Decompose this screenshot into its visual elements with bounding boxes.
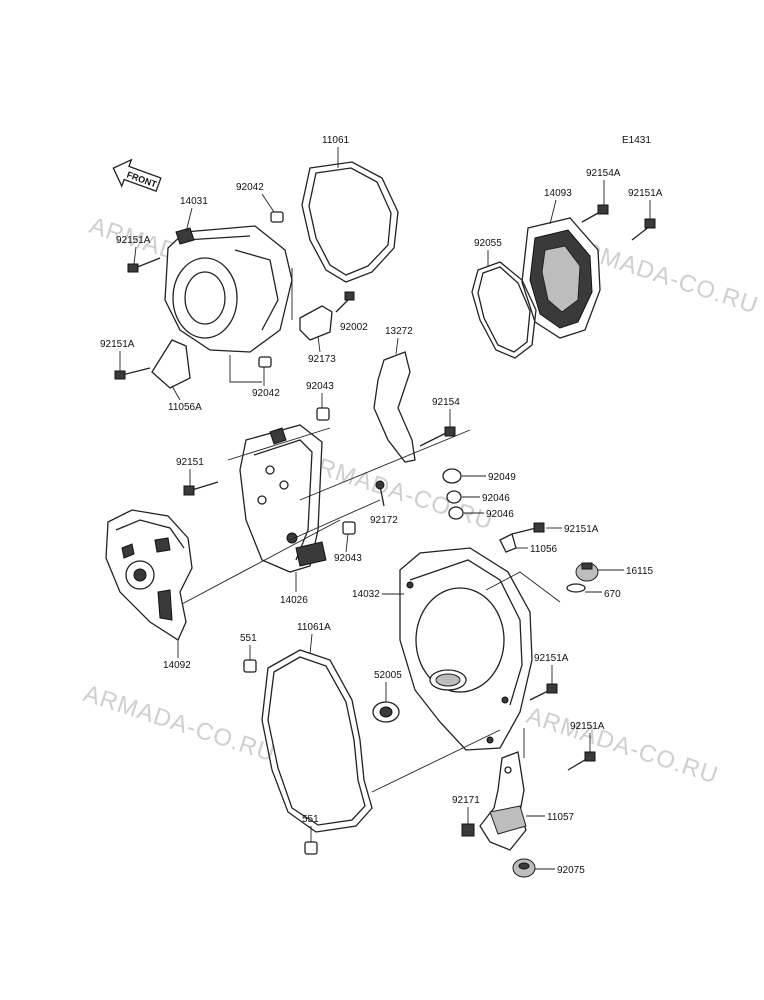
bolt-92151A-f xyxy=(567,751,596,771)
bracket-11056 xyxy=(499,533,517,553)
label-92055: 92055 xyxy=(474,238,502,249)
gasket-92055 xyxy=(471,261,537,359)
bolt-92002 xyxy=(335,291,355,313)
label-13272: 13272 xyxy=(385,326,413,337)
label-92151A-c: 92151A xyxy=(628,188,663,199)
label-92042-lower: 92042 xyxy=(252,388,280,399)
label-52005: 52005 xyxy=(374,670,402,681)
label-14031: 14031 xyxy=(180,196,208,207)
bolt-92154A xyxy=(581,204,609,223)
dowel-92043-top xyxy=(316,407,330,421)
front-arrow-icon: FRONT xyxy=(112,158,162,192)
bracket-92173 xyxy=(299,305,333,341)
label-92049: 92049 xyxy=(488,472,516,483)
label-92173: 92173 xyxy=(308,354,336,365)
bolt-92151A-c xyxy=(631,218,656,241)
grommet-92075 xyxy=(512,858,536,878)
label-92042-top: 92042 xyxy=(236,182,264,193)
label-14092: 14092 xyxy=(163,660,191,671)
label-11056: 11056 xyxy=(530,544,558,555)
bolt-92172 xyxy=(375,480,385,507)
dowel-551-top xyxy=(243,659,257,673)
label-92151A-a: 92151A xyxy=(116,235,151,246)
dowel-92043-bottom xyxy=(342,521,356,535)
label-11057: 11057 xyxy=(547,812,575,823)
label-92046-b: 92046 xyxy=(486,509,514,520)
label-92151A-e: 92151A xyxy=(534,653,569,664)
label-92043-bottom: 92043 xyxy=(334,553,362,564)
gasket-11061 xyxy=(301,161,399,283)
bolt-92151A-e xyxy=(529,683,558,701)
label-92151A-f: 92151A xyxy=(570,721,605,732)
label-551-bottom: 551 xyxy=(302,814,319,825)
label-92154: 92154 xyxy=(432,397,460,408)
watermark-4: ARMADA-CO.RU xyxy=(80,680,279,767)
label-92172: 92172 xyxy=(370,515,398,526)
plate-13272 xyxy=(373,351,416,463)
label-92075: 92075 xyxy=(557,865,585,876)
label-92171: 92171 xyxy=(452,795,480,806)
dowel-92042-top xyxy=(270,211,284,223)
bolt-92151A-a xyxy=(127,257,161,273)
dowel-92042-lower xyxy=(258,356,272,368)
cover-14031 xyxy=(164,225,293,353)
seal-92046-b xyxy=(448,506,464,520)
cover-14093 xyxy=(521,217,601,339)
bolt-92151 xyxy=(183,481,219,496)
label-92154A: 92154A xyxy=(586,168,621,179)
cover-14032 xyxy=(399,547,533,751)
label-670: 670 xyxy=(604,589,621,600)
gasket-11061A xyxy=(261,649,373,833)
label-92043-top: 92043 xyxy=(306,381,334,392)
watermark-5: ARMADA-CO.RU xyxy=(523,702,722,789)
gauge-52005 xyxy=(372,701,400,723)
plug-16115 xyxy=(575,562,599,582)
label-11061A: 11061A xyxy=(297,622,331,633)
label-14032: 14032 xyxy=(352,589,380,600)
gasket-92055-inner xyxy=(477,266,531,353)
diagram-id: E1431 xyxy=(622,135,651,146)
label-92002: 92002 xyxy=(340,322,368,333)
label-11061: 11061 xyxy=(322,135,350,146)
label-92046-a: 92046 xyxy=(482,493,510,504)
label-92151A-d: 92151A xyxy=(564,524,599,535)
label-11056A: 11056A xyxy=(168,402,202,413)
label-92151A-b: 92151A xyxy=(100,339,135,350)
label-14026: 14026 xyxy=(280,595,308,606)
label-14093: 14093 xyxy=(544,188,572,199)
oring-670 xyxy=(566,583,586,593)
bracket-11056A xyxy=(151,339,191,389)
bracket-11057 xyxy=(479,751,527,851)
dowel-551-bottom xyxy=(304,841,318,855)
cover-14092 xyxy=(105,509,193,641)
seal-92046-a xyxy=(446,490,462,504)
label-92151: 92151 xyxy=(176,457,204,468)
label-16115: 16115 xyxy=(626,566,654,577)
seal-92049 xyxy=(442,468,462,484)
label-551-top: 551 xyxy=(240,633,257,644)
bolt-92151A-d xyxy=(511,522,545,535)
part-labels: 11061 92042 14031 92151A 92002 92173 921… xyxy=(100,135,663,876)
damper-92171 xyxy=(461,823,475,837)
